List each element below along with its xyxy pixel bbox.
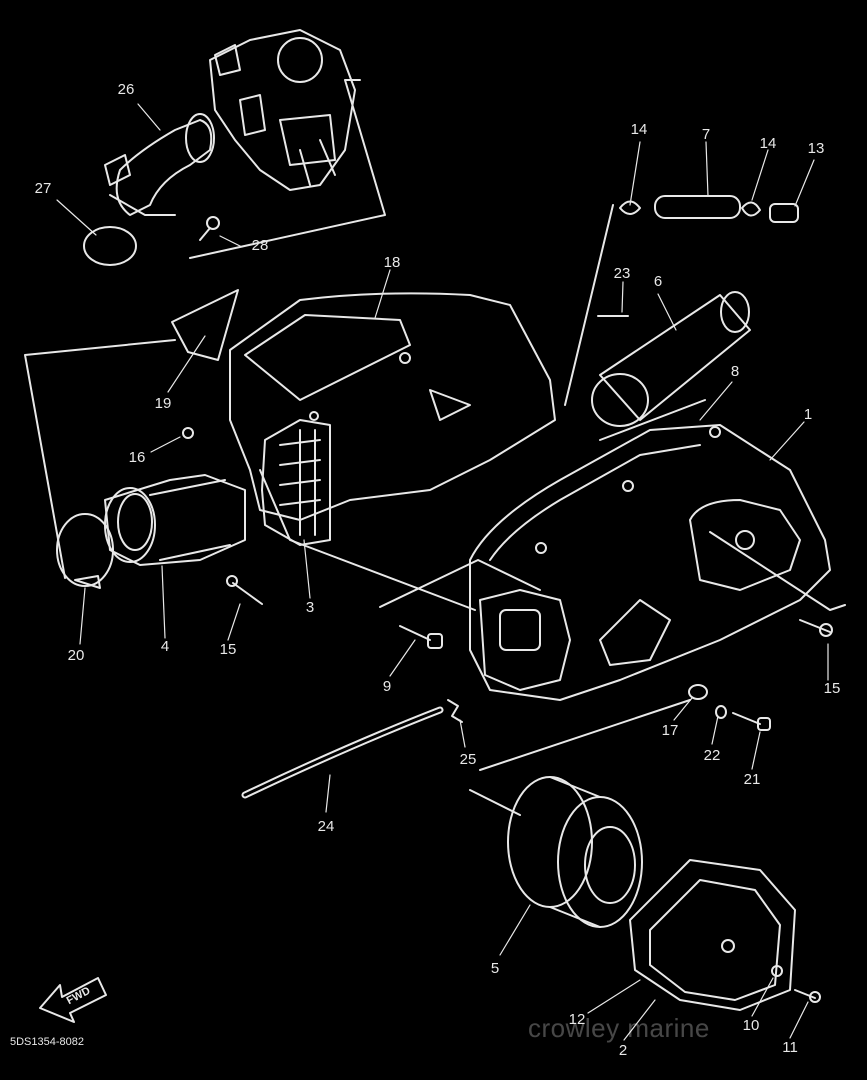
part-label-7: 7 (701, 126, 711, 143)
part-label-23: 23 (613, 265, 631, 282)
part-label-12: 12 (568, 1011, 586, 1028)
bolt-11-drawing (794, 989, 821, 1003)
assembly-outline-b (469, 699, 691, 816)
part-label-9: 9 (382, 678, 392, 695)
part-label-15a: 15 (219, 641, 237, 658)
seal-gasket-drawing (599, 399, 706, 441)
carburetor-drawing (209, 29, 356, 191)
part-label-25: 25 (459, 751, 477, 768)
filter-element-drawing (507, 776, 643, 928)
assembly-outline-c (709, 531, 846, 611)
part-label-20: 20 (67, 647, 85, 664)
tube-7-drawing (654, 195, 741, 219)
air-duct-drawing (104, 474, 246, 566)
reference-code: 5DS1354-8082 (10, 1036, 85, 1048)
part-label-18: 18 (383, 254, 401, 271)
fwd-arrow-icon (39, 977, 107, 1023)
hose-clamp-drawing (56, 513, 114, 589)
bolt-21-drawing (732, 712, 771, 731)
crankcase-cover-drawing (469, 424, 831, 701)
part-label-6: 6 (653, 273, 663, 290)
part-label-3: 3 (305, 599, 315, 616)
bolt-15-right-drawing (799, 619, 833, 637)
part-label-24: 24 (317, 818, 335, 835)
screw-28-drawing (199, 216, 220, 241)
assembly-outline-a (259, 469, 541, 611)
part-label-19: 19 (154, 395, 172, 412)
clip-14-left-drawing (619, 200, 641, 215)
air-cleaner-case-drawing (229, 292, 556, 546)
part-label-15b: 15 (823, 680, 841, 697)
intake-joint-drawing (104, 113, 215, 216)
part-label-5: 5 (490, 960, 500, 977)
part-label-13: 13 (807, 140, 825, 157)
part-label-4: 4 (160, 638, 170, 655)
leader-line-14 (564, 204, 614, 406)
bolt-15-left-drawing (232, 582, 263, 605)
clip-25-drawing (447, 699, 463, 723)
bolt-head-15-left (226, 575, 238, 587)
part-label-10: 10 (742, 1017, 760, 1034)
clip-14-right-drawing (741, 201, 761, 217)
leader-lines (56, 103, 829, 1041)
clamp-ring-drawing (83, 226, 137, 266)
part-label-28: 28 (251, 237, 269, 254)
bolt-9-drawing (399, 625, 443, 649)
part-label-14b: 14 (759, 135, 777, 152)
part-label-1: 1 (803, 406, 813, 423)
intake-duct-6-drawing (591, 291, 751, 427)
part-label-11: 11 (782, 1039, 798, 1056)
part-label-26: 26 (117, 81, 135, 98)
group-bracket-outline (189, 79, 386, 259)
part-label-14a: 14 (630, 121, 648, 138)
washer-22-drawing (715, 705, 727, 719)
part-label-21: 21 (743, 771, 761, 788)
part-label-16: 16 (128, 449, 146, 466)
element-cover-drawing (629, 859, 796, 1011)
part-label-2: 2 (618, 1042, 628, 1059)
part-label-27: 27 (34, 180, 52, 197)
watermark: crowley marine (528, 1013, 710, 1043)
cap-13-drawing (769, 203, 799, 223)
screw-16-drawing (182, 427, 194, 439)
part-label-17: 17 (661, 722, 679, 739)
drain-hose-inner (243, 708, 442, 797)
part-label-22: 22 (703, 747, 721, 764)
part-label-8: 8 (730, 363, 740, 380)
sponge-pad-drawing (171, 289, 239, 361)
washer-10-drawing (771, 965, 783, 977)
collar-17-drawing (688, 684, 708, 700)
